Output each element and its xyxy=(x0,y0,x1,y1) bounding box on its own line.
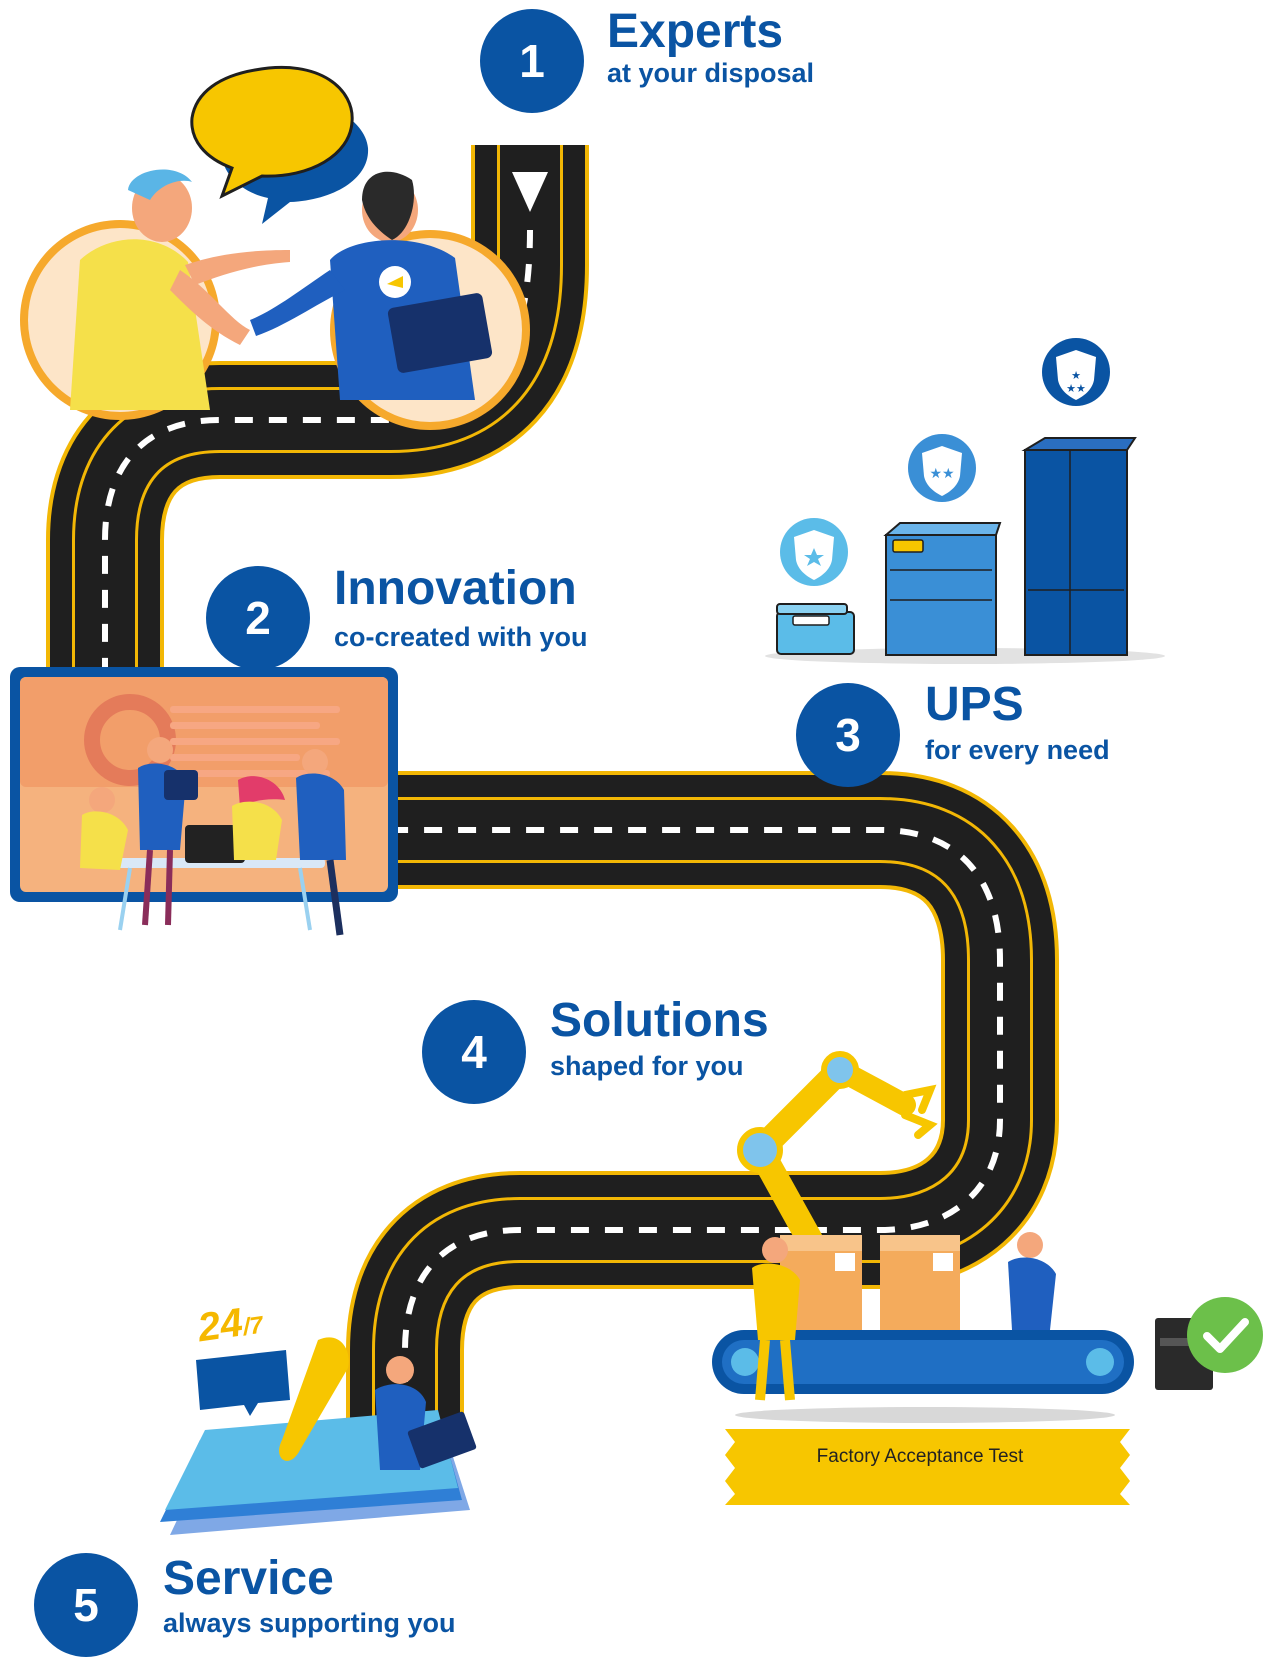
svg-text:★: ★ xyxy=(1071,369,1081,382)
service-illustration xyxy=(160,1337,477,1535)
step-1-badge: 1 xyxy=(480,9,584,113)
road-direction-arrow-icon xyxy=(512,172,548,212)
fat-banner-label: Factory Acceptance Test xyxy=(816,1446,1024,1467)
step-5-badge: 5 xyxy=(34,1553,138,1657)
shield-star-icon: ★ ★★ xyxy=(1042,338,1110,406)
innovation-illustration xyxy=(10,667,398,936)
svg-text:★★: ★★ xyxy=(929,466,954,482)
step-2-title: Innovation xyxy=(334,562,577,615)
step-1-title: Experts xyxy=(607,5,784,58)
svg-text:★★: ★★ xyxy=(1066,382,1086,395)
step-4-badge: 4 xyxy=(422,1000,526,1104)
step-3-title: UPS xyxy=(925,678,1024,731)
shield-star-icon: ★★ xyxy=(908,434,976,502)
experts-illustration xyxy=(20,65,530,430)
fat-banner xyxy=(725,1429,1130,1505)
step-2-badge: 2 xyxy=(206,566,310,670)
step-4-title: Solutions xyxy=(550,994,769,1047)
ups-illustration: ★★ ★ ★★ xyxy=(765,338,1165,664)
step-3-badge: 3 xyxy=(796,683,900,787)
ups-cabinet-icon xyxy=(885,534,997,656)
support-hours-label: 24/7 xyxy=(195,1300,265,1351)
shield-star-icon xyxy=(780,518,848,586)
step-1-subtitle: at your disposal xyxy=(607,58,815,88)
step-5-subtitle: always supporting you xyxy=(163,1608,456,1638)
speech-bubble-icon xyxy=(190,65,354,200)
step-2-subtitle: co-created with you xyxy=(334,622,588,652)
phone-icon xyxy=(279,1337,349,1461)
check-icon xyxy=(1187,1297,1263,1373)
step-3-subtitle: for every need xyxy=(925,735,1110,765)
solutions-illustration xyxy=(712,1051,1263,1505)
step-5-title: Service xyxy=(163,1552,334,1605)
step-4-subtitle: shaped for you xyxy=(550,1051,744,1081)
ups-cabinet-icon xyxy=(1024,449,1128,656)
